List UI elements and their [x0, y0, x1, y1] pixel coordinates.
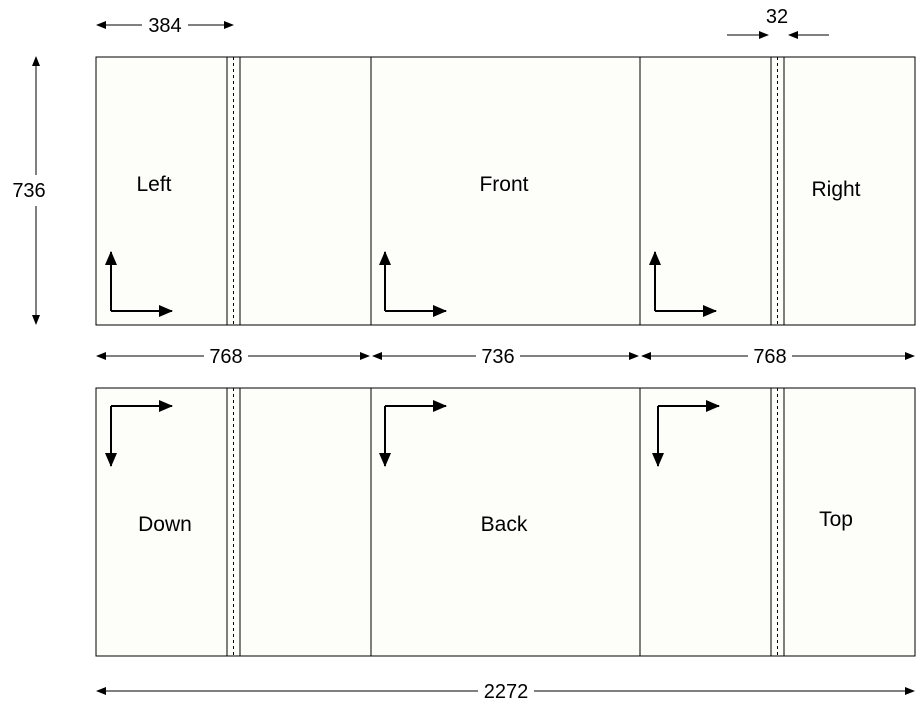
- panel-back: [370, 387, 641, 657]
- face-label-right: Right: [811, 178, 860, 201]
- axis-icon-right: [649, 251, 717, 317]
- face-label-down: Down: [138, 513, 192, 536]
- dimension-total-width: 2272: [96, 681, 915, 703]
- dimension-seam-width: 32: [727, 6, 829, 39]
- face-label-back: Back: [481, 513, 528, 536]
- dimension-height-label: 736: [12, 180, 45, 202]
- axis-icon-left: [105, 251, 173, 317]
- dimension-total-width-label: 2272: [484, 681, 529, 703]
- dimension-half-width-label: 384: [148, 15, 181, 37]
- seam-left: [226, 57, 241, 325]
- axis-icon-top: [652, 400, 720, 467]
- dimension-front-width: 736: [372, 346, 639, 368]
- dimension-left-width: 768: [96, 346, 370, 368]
- dimension-right-width-label: 768: [753, 346, 786, 368]
- dimension-front-width-label: 736: [481, 346, 514, 368]
- top-row: Left Front Right: [95, 56, 916, 326]
- face-label-left: Left: [136, 173, 171, 196]
- dimension-right-width: 768: [641, 346, 915, 368]
- axis-icon-front: [379, 251, 447, 317]
- seam-top: [770, 388, 785, 656]
- bottom-row: Down Back Top: [95, 387, 916, 657]
- dimension-left-width-label: 768: [209, 346, 242, 368]
- dimension-height: 736: [12, 56, 46, 325]
- axis-icon-back: [379, 400, 447, 467]
- dimension-half-width: 384: [96, 15, 234, 37]
- face-label-front: Front: [479, 173, 528, 196]
- seam-right: [770, 57, 785, 325]
- dimension-seam-width-label: 32: [766, 6, 788, 28]
- face-label-top: Top: [819, 508, 853, 531]
- panel-front: [370, 56, 641, 326]
- axis-icon-down: [105, 400, 173, 467]
- seam-down: [226, 388, 241, 656]
